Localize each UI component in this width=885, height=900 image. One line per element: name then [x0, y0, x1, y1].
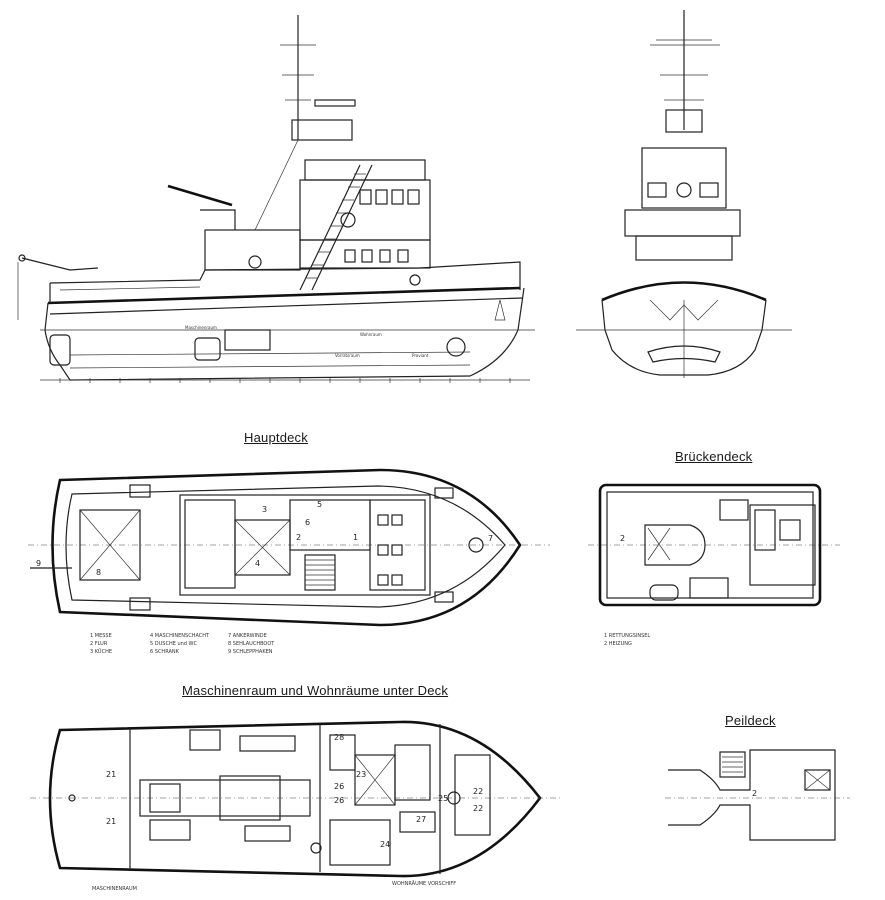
legend-item: 9 SCHLEPPHAKEN	[228, 649, 273, 655]
eng-room-24: 24	[380, 840, 390, 849]
legend-item: MASCHINENRAUM	[92, 886, 137, 892]
legend-main-deck-col3: 7 ANKERWINDE 8 SEHLAUCHBOOT 9 SCHLEPPHAK…	[228, 632, 274, 656]
legend-item: 1 MESSE	[90, 633, 112, 639]
eng-room-26b: 26	[334, 796, 344, 805]
legend-item: 2 FLUR	[90, 641, 108, 647]
eng-room-26a: 26	[334, 782, 344, 791]
room-5: 5	[317, 500, 322, 509]
eng-room-25: 25	[438, 794, 448, 803]
side-elevation-view: Maschinenraum Wohnraum Vorratsraum Provi…	[17, 15, 535, 383]
legend-item: 1 RETTUNGSINSEL	[604, 633, 651, 639]
legend-item: 7 ANKERWINDE	[228, 633, 267, 639]
side-label-engine-room: Maschinenraum	[185, 325, 217, 330]
legend-engine-room: MASCHINENRAUM	[92, 885, 137, 893]
side-label-storage: Vorratsraum	[335, 353, 360, 358]
bridge-room-2: 2	[620, 534, 625, 543]
legend-bridge-deck: 1 RETTUNGSINSEL 2 HEIZUNG	[604, 632, 650, 648]
main-deck-plan: 1 2 3 4 5 6 7 8 9	[28, 468, 550, 627]
front-elevation-view	[576, 10, 792, 378]
legend-item: 4 MASCHINENSCHACHT	[150, 633, 210, 639]
engine-room-plan: 21 21 22 22 23 24 25 26 26 27 28	[30, 720, 560, 878]
room-3: 3	[262, 505, 267, 514]
side-label-living: Wohnraum	[360, 332, 382, 337]
peil-room-2: 2	[752, 789, 757, 798]
room-9: 9	[36, 559, 41, 568]
title-engine-room: Maschinenraum und Wohnräume unter Deck	[182, 683, 449, 698]
room-8: 8	[96, 568, 101, 577]
eng-room-21b: 21	[106, 817, 116, 826]
eng-room-22a: 22	[473, 787, 483, 796]
room-6: 6	[305, 518, 310, 527]
legend-item: WOHNRÄUME VORSCHIFF	[392, 881, 457, 887]
title-peil-deck: Peildeck	[725, 713, 776, 728]
legend-item: 2 HEIZUNG	[604, 641, 632, 647]
eng-room-27: 27	[416, 815, 426, 824]
legend-main-deck-col1: 1 MESSE 2 FLUR 3 KÜCHE	[90, 632, 112, 656]
bridge-deck-plan: 2	[588, 483, 840, 607]
side-label-provisions: Proviant	[412, 353, 429, 358]
peil-deck-plan: 2	[665, 749, 850, 841]
title-main-deck: Hauptdeck	[244, 430, 308, 445]
eng-room-22b: 22	[473, 804, 483, 813]
title-bridge-deck: Brückendeck	[675, 449, 753, 464]
legend-item: 3 KÜCHE	[90, 649, 112, 655]
room-2: 2	[296, 533, 301, 542]
eng-room-28: 28	[334, 733, 344, 742]
legend-item: 8 SEHLAUCHBOOT	[228, 641, 275, 647]
legend-item: 6 SCHRANK	[150, 649, 179, 655]
legend-main-deck-col2: 4 MASCHINENSCHACHT 5 DUSCHE und WC 6 SCH…	[150, 632, 209, 656]
room-1: 1	[353, 533, 358, 542]
legend-living-quarters: WOHNRÄUME VORSCHIFF	[392, 880, 456, 888]
legend-item: 5 DUSCHE und WC	[150, 641, 197, 647]
eng-room-21a: 21	[106, 770, 116, 779]
room-7: 7	[488, 534, 493, 543]
room-4: 4	[255, 559, 260, 568]
eng-room-23: 23	[356, 770, 366, 779]
